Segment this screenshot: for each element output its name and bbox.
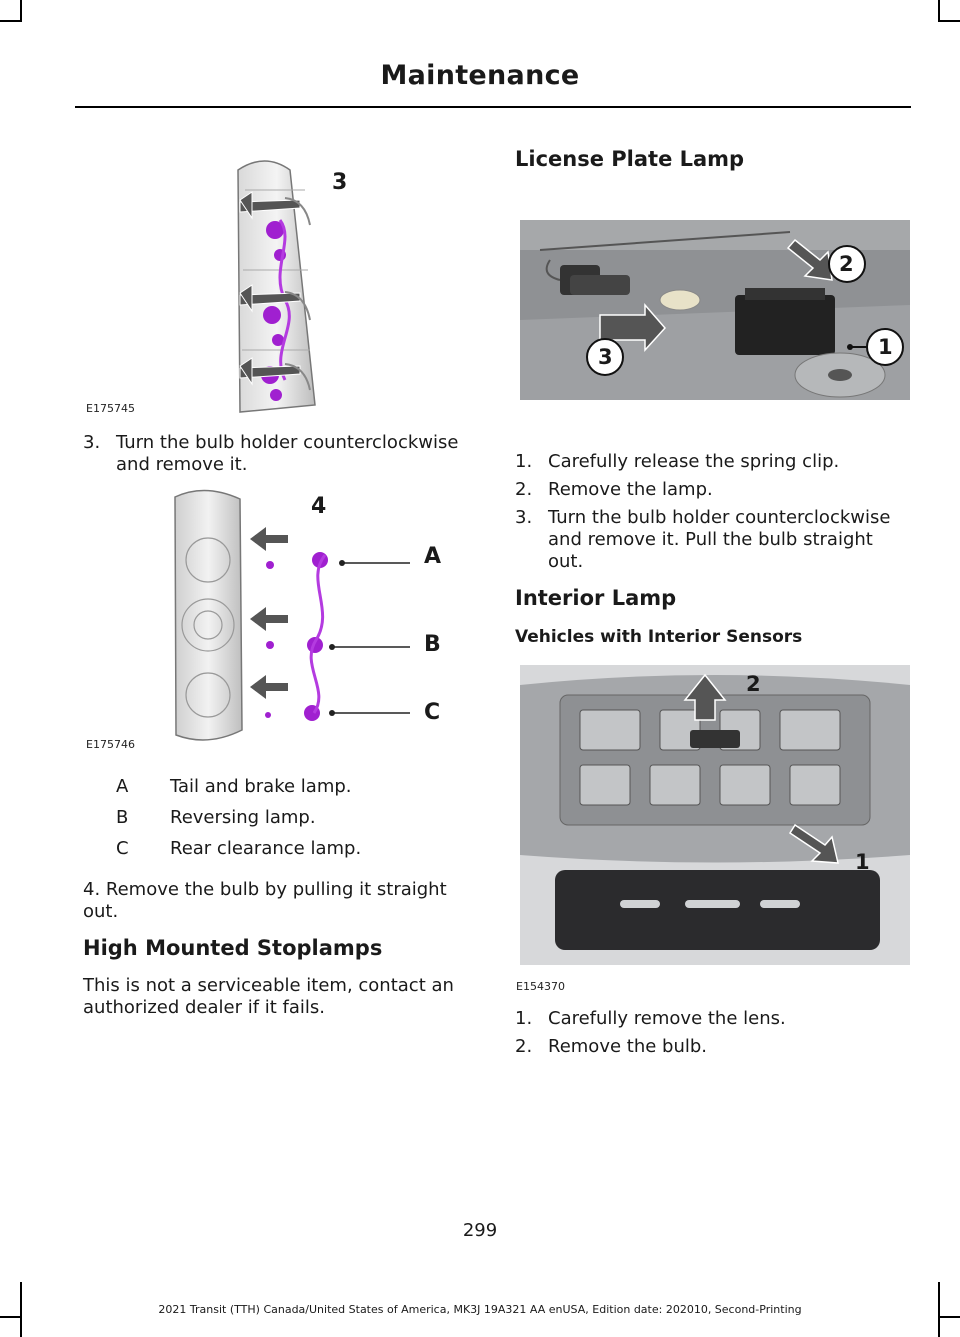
figure-license-plate-lamp — [520, 220, 910, 400]
left-step-3: 3. Turn the bulb holder counterclockwise… — [83, 432, 483, 478]
heading-high-mounted-stoplamps: High Mounted Stoplamps — [83, 936, 383, 960]
legend-row-a: A Tail and brake lamp. — [116, 776, 476, 800]
figure-3-callout-2: 2 — [839, 252, 854, 276]
step-number: 1. — [515, 451, 533, 472]
figure-2-label-a: A — [424, 544, 442, 569]
left-step-4: 4. Remove the bulb by pulling it straigh… — [83, 879, 447, 922]
crop-mark-tr-v — [938, 0, 940, 22]
step-text: Carefully remove the lens. — [548, 1008, 786, 1029]
figure-4-callout-1: 1 — [855, 850, 870, 874]
step-text: Turn the bulb holder counterclockwise an… — [116, 432, 459, 475]
step-number: 3. — [515, 507, 533, 528]
step-text: Remove the lamp. — [548, 479, 713, 500]
figure-2-label-c: C — [424, 700, 441, 725]
legend-value: Reversing lamp. — [170, 807, 316, 828]
figure-4-callout-2: 2 — [746, 672, 761, 696]
crop-mark-bl-v — [20, 1282, 22, 1337]
figure-2-id: E175746 — [86, 738, 135, 751]
license-step-2: 2. Remove the lamp. — [515, 479, 915, 503]
document-footer: 2021 Transit (TTH) Canada/United States … — [158, 1303, 802, 1316]
crop-mark-bl-h — [0, 1316, 22, 1318]
figure-3-callout-1: 1 — [878, 335, 893, 359]
figure-interior-lamp — [520, 665, 910, 965]
step-text: Carefully release the spring clip. — [548, 451, 840, 472]
legend-key: A — [116, 776, 129, 797]
heading-interior-lamp: Interior Lamp — [515, 586, 677, 610]
figure-1-id: E175745 — [86, 402, 135, 415]
figure-bulb-holders — [80, 485, 480, 755]
figure-2-callout: 4 — [311, 494, 327, 519]
figure-3-callout-3: 3 — [598, 345, 613, 369]
heading-license-plate-lamp: License Plate Lamp — [515, 147, 745, 171]
legend-row-c: C Rear clearance lamp. — [116, 838, 476, 862]
high-mounted-text: This is not a serviceable item, contact … — [83, 975, 454, 1018]
interior-step-1: 1. Carefully remove the lens. — [515, 1008, 915, 1032]
step-number: 3. — [83, 432, 101, 453]
step-number: 1. — [515, 1008, 533, 1029]
legend-key: B — [116, 807, 129, 828]
crop-mark-br-v — [938, 1282, 940, 1337]
figure-1-callout: 3 — [332, 170, 348, 195]
crop-mark-br-h — [938, 1316, 960, 1318]
legend-row-b: B Reversing lamp. — [116, 807, 476, 831]
crop-mark-tr-h — [938, 20, 960, 22]
header-divider — [75, 106, 911, 108]
step-text: Turn the bulb holder counterclockwise an… — [548, 507, 891, 572]
legend-value: Tail and brake lamp. — [170, 776, 352, 797]
step-number: 2. — [515, 1036, 533, 1057]
license-step-1: 1. Carefully release the spring clip. — [515, 451, 915, 475]
step-number: 2. — [515, 479, 533, 500]
step-text: Remove the bulb. — [548, 1036, 708, 1057]
license-step-3: 3. Turn the bulb holder counterclockwise… — [515, 507, 915, 575]
figure-2-label-b: B — [424, 632, 441, 657]
page-number: 299 — [462, 1220, 498, 1241]
figure-4-id: E154370 — [516, 980, 565, 993]
subheading-interior-sensors: Vehicles with Interior Sensors — [515, 627, 803, 647]
page-header-title: Maintenance — [380, 60, 580, 91]
legend-value: Rear clearance lamp. — [170, 838, 362, 859]
figure-tail-lamp-rear — [80, 150, 480, 420]
crop-mark-tl-v — [20, 0, 22, 22]
crop-mark-tl-h — [0, 20, 22, 22]
interior-step-2: 2. Remove the bulb. — [515, 1036, 915, 1060]
legend-key: C — [116, 838, 129, 859]
